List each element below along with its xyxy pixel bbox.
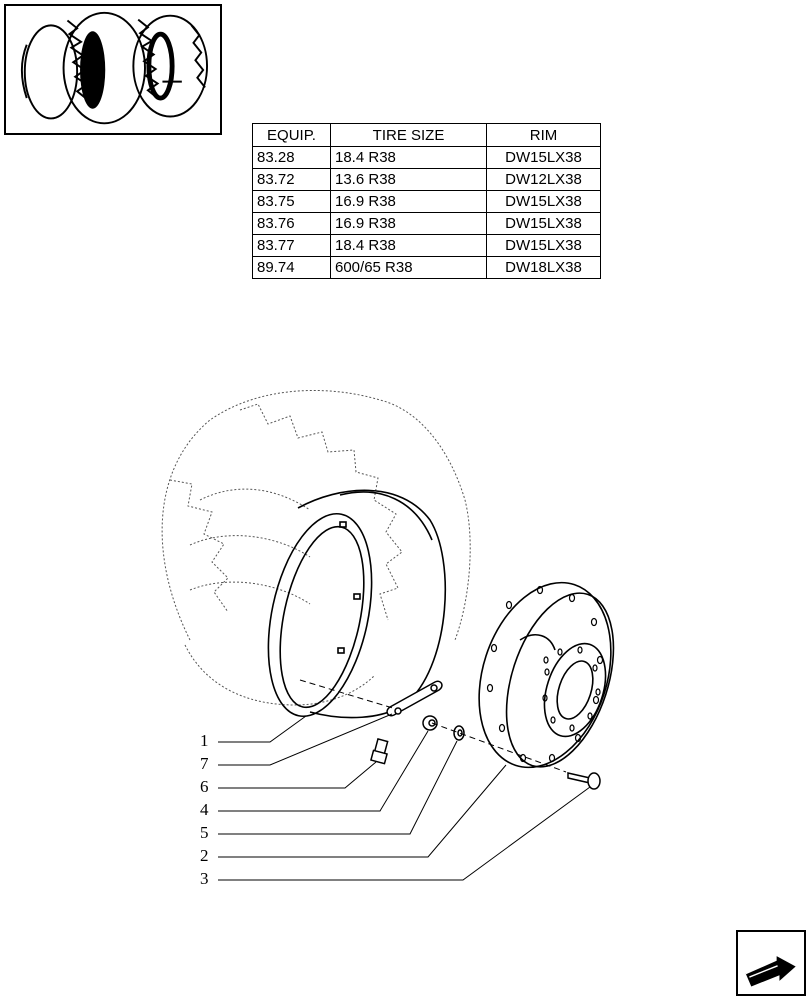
column-header-equip: EQUIP.: [252, 123, 331, 147]
callout-7: 7: [200, 754, 209, 773]
callout-6: 6: [200, 777, 209, 796]
table-row: 83.75 16.9 R38 DW15LX38: [252, 190, 601, 213]
tire-size-cell: 18.4 R38: [330, 234, 487, 257]
column-header-rim: RIM: [486, 123, 601, 147]
callout-5: 5: [200, 823, 209, 842]
tire-outline: [161, 390, 471, 706]
equip-cell: 83.72: [252, 168, 331, 191]
nut-part: [422, 715, 438, 731]
rim-cell: DW15LX38: [486, 212, 601, 235]
equip-cell: 83.75: [252, 190, 331, 213]
rim: [267, 489, 447, 719]
equip-cell: 83.77: [252, 234, 331, 257]
equip-cell: 83.76: [252, 212, 331, 235]
tire-size-cell: 16.9 R38: [330, 190, 487, 213]
tire-size-cell: 13.6 R38: [330, 168, 487, 191]
next-page-arrow-icon: [745, 952, 797, 987]
table-header-row: EQUIP. TIRE SIZE RIM: [252, 123, 601, 147]
rim-cell: DW15LX38: [486, 234, 601, 257]
callout-4: 4: [200, 800, 209, 819]
tire-rim-table: EQUIP. TIRE SIZE RIM 83.28 18.4 R38 DW15…: [252, 123, 601, 279]
callout-2: 2: [200, 846, 209, 865]
wheel-thumbnail: [4, 4, 222, 135]
next-page-button[interactable]: [736, 930, 806, 996]
table-row: 83.77 18.4 R38 DW15LX38: [252, 234, 601, 257]
equip-cell: 89.74: [252, 256, 331, 279]
callout-1: 1: [200, 731, 209, 750]
wheel-disc: [478, 581, 615, 769]
table-row: 89.74 600/65 R38 DW18LX38: [252, 256, 601, 279]
table-row: 83.28 18.4 R38 DW15LX38: [252, 146, 601, 169]
callout-3: 3: [200, 869, 209, 888]
equip-cell: 83.28: [252, 146, 331, 169]
table-row: 83.76 16.9 R38 DW15LX38: [252, 212, 601, 235]
tractor-wheel-icon: [20, 11, 209, 125]
tire-size-cell: 18.4 R38: [330, 146, 487, 169]
rim-cell: DW15LX38: [486, 146, 601, 169]
column-header-tire-size: TIRE SIZE: [330, 123, 487, 147]
washer-part: [453, 725, 465, 741]
table-row: 83.72 13.6 R38 DW12LX38: [252, 168, 601, 191]
clamp-bracket: [386, 680, 443, 717]
leader-lines: [218, 713, 591, 881]
bolt-part: [370, 738, 389, 765]
stud-bolt-part: [567, 772, 601, 790]
tire-size-cell: 16.9 R38: [330, 212, 487, 235]
tire-size-cell: 600/65 R38: [330, 256, 487, 279]
disc-holes: [486, 585, 604, 763]
rim-cell: DW15LX38: [486, 190, 601, 213]
rim-cell: DW12LX38: [486, 168, 601, 191]
rim-cell: DW18LX38: [486, 256, 601, 279]
